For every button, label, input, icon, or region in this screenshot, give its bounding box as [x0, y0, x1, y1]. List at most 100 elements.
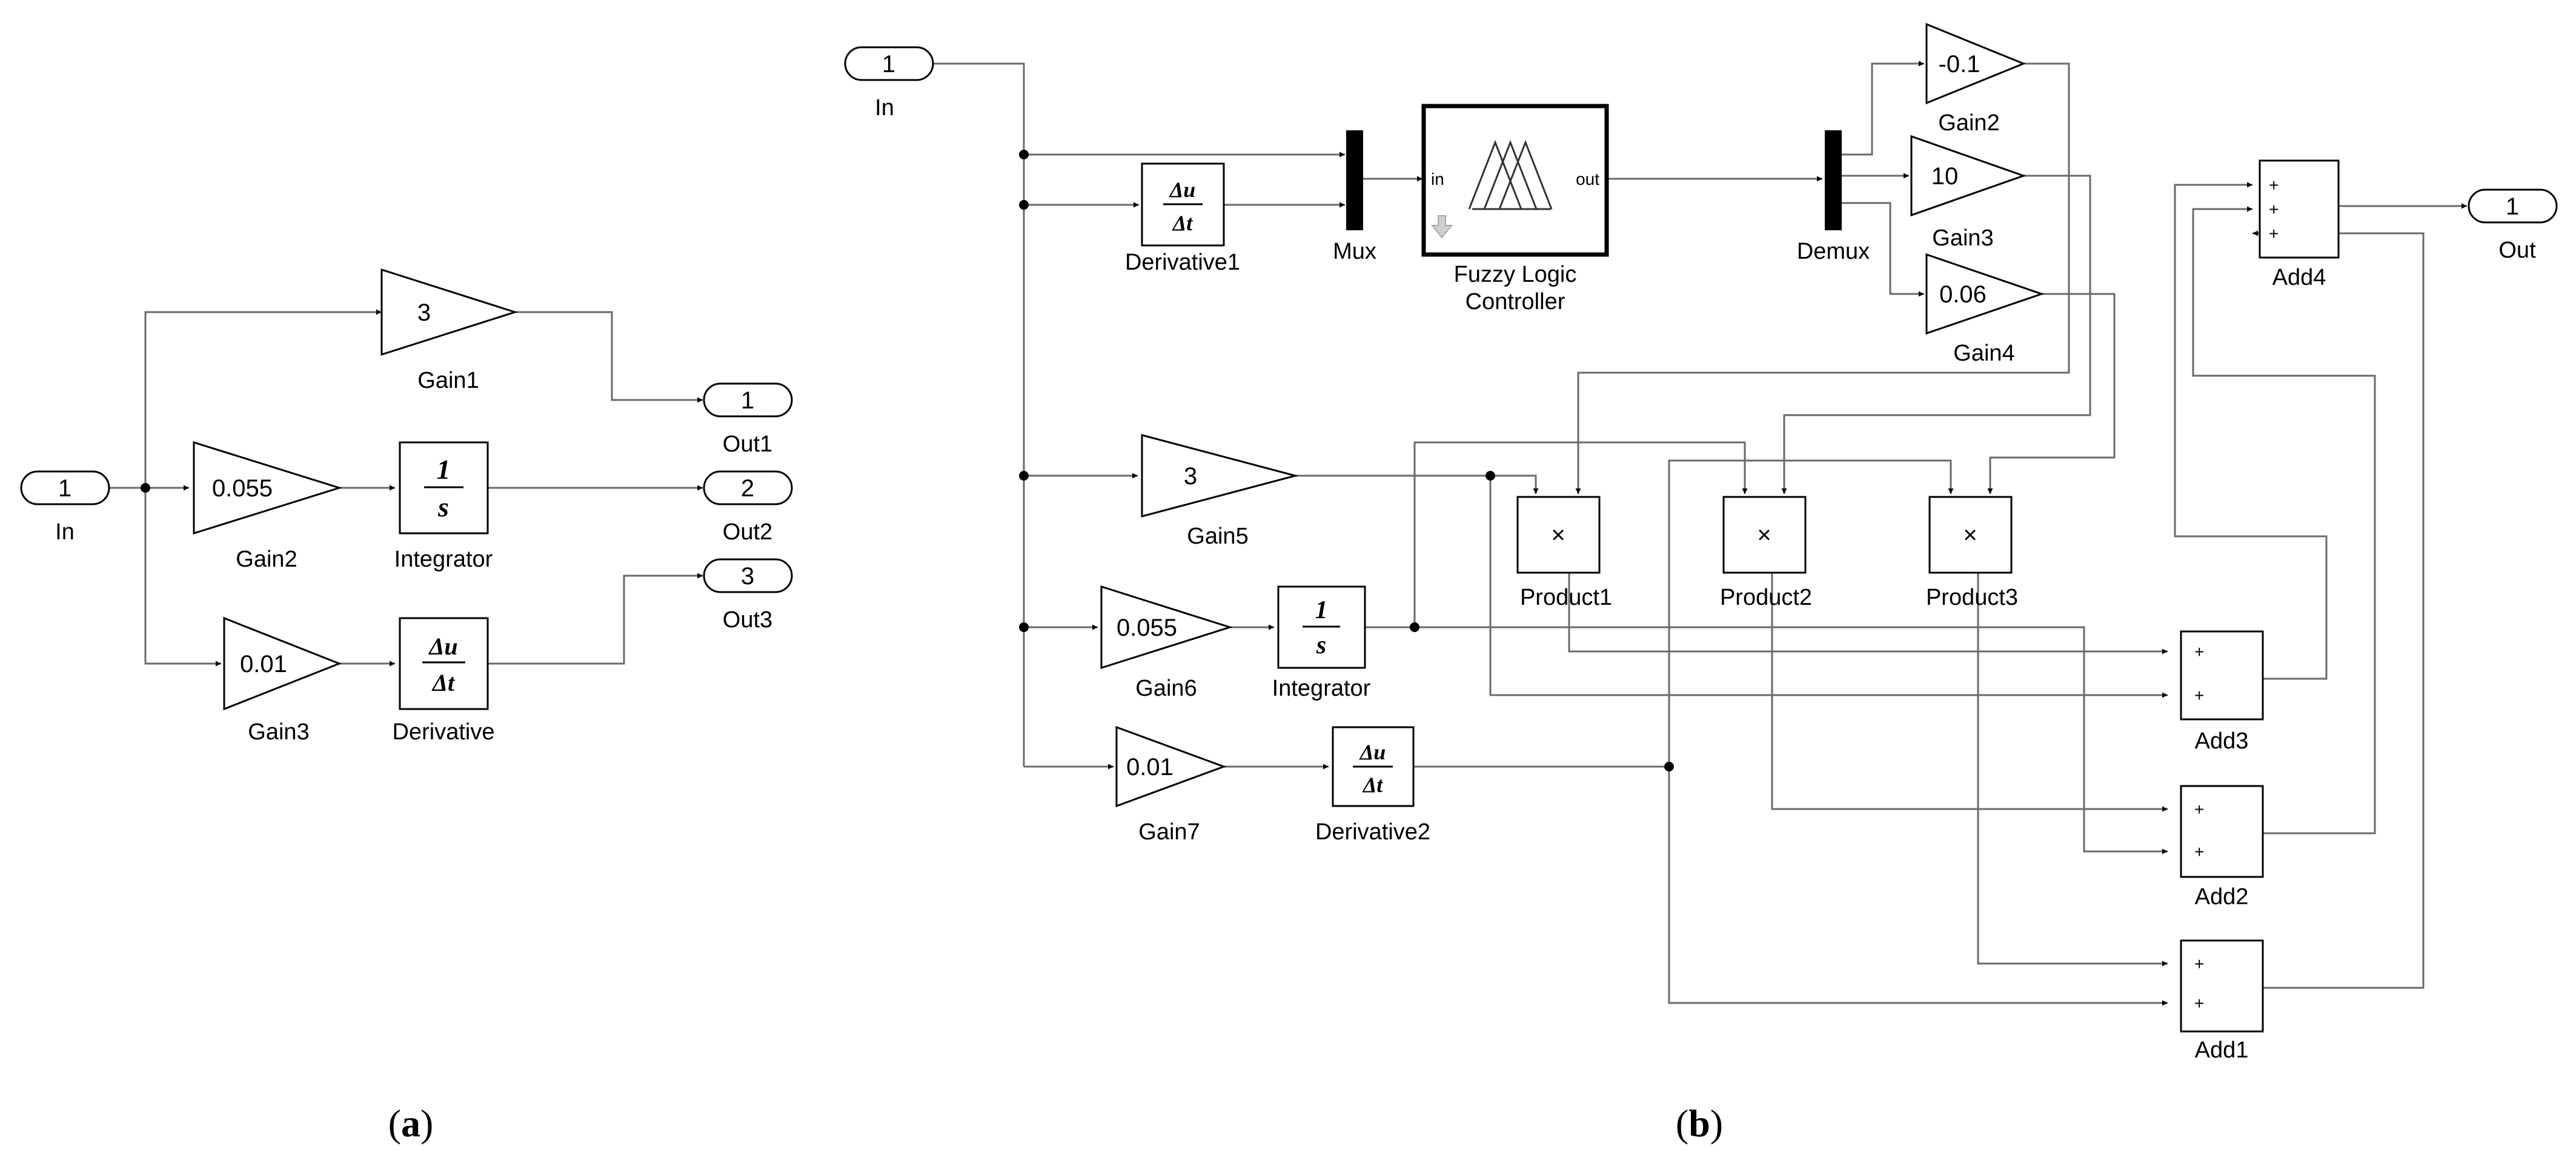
outport-out1-number: 1 — [741, 387, 754, 414]
plus-sign: + — [2194, 642, 2204, 661]
wire-b-gain2-product1 — [1575, 62, 2070, 494]
gain3-block[interactable]: 0.01 — [223, 616, 342, 711]
gain3-label: Gain3 — [248, 719, 309, 745]
gain1-label: Gain1 — [417, 368, 479, 393]
gain3-b-value: 10 — [1931, 163, 1959, 190]
wire-b-add1-add4 — [2252, 230, 2425, 989]
flc-out-port-label: out — [1576, 170, 1599, 188]
panel-b-caption: (b) — [1676, 1102, 1723, 1145]
derivative2-block[interactable]: Δu Δt — [1332, 726, 1415, 807]
junction-dot — [1664, 762, 1674, 771]
outport-out[interactable]: 1 — [2468, 188, 2558, 224]
integrator-b-block[interactable]: 1 s — [1277, 585, 1366, 669]
gain2-b-block[interactable]: -0.1 — [1925, 22, 2026, 105]
mux-label: Mux — [1333, 239, 1376, 264]
gain4-b-block[interactable]: 0.06 — [1925, 253, 2045, 335]
gain5-block[interactable]: 3 — [1141, 434, 1299, 518]
junction-dot — [1019, 471, 1029, 481]
integrator-block[interactable]: 1 s — [399, 441, 489, 535]
gain3-value: 0.01 — [240, 651, 287, 678]
gain3-b-block[interactable]: 10 — [1910, 135, 2027, 217]
derivative1-label: Derivative1 — [1125, 250, 1240, 275]
outport-out-number: 1 — [2506, 193, 2519, 220]
flc-in-port-label: in — [1431, 170, 1444, 188]
integrator-numerator: 1 — [437, 454, 451, 485]
derivative2-numerator: Δu — [1359, 740, 1386, 764]
product1-block[interactable]: × — [1516, 496, 1601, 574]
junction-dot — [1410, 622, 1419, 632]
outport-out2-number: 2 — [741, 475, 754, 502]
product3-block[interactable]: × — [1928, 496, 2013, 574]
integrator-label: Integrator — [394, 547, 493, 572]
junction-dot — [1019, 150, 1029, 159]
outport-out1[interactable]: 1 — [703, 382, 793, 418]
inport-b[interactable]: 1 — [844, 46, 934, 81]
derivative2-denominator: Δt — [1362, 773, 1384, 797]
inport-a-number: 1 — [58, 475, 71, 502]
integrator-b-denominator: s — [1316, 631, 1326, 659]
gain2-block[interactable]: 0.055 — [193, 441, 343, 535]
add3-label: Add3 — [2195, 728, 2249, 754]
add4-block[interactable]: + + + — [2259, 159, 2340, 259]
derivative-denominator: Δt — [431, 669, 456, 696]
add1-label: Add1 — [2195, 1037, 2249, 1063]
wire-b-derivative2-bus — [1413, 765, 2168, 1006]
multiply-icon: × — [1757, 522, 1771, 548]
gain7-value: 0.01 — [1126, 754, 1173, 781]
wire-b-add3-add4 — [2174, 182, 2328, 680]
gain7-label: Gain7 — [1138, 819, 1200, 845]
wire-b-integrator-bus — [1365, 626, 2168, 854]
fuzzy-logic-controller-block[interactable]: in out — [1421, 104, 1609, 257]
panel-a: 1 In 3 Gain1 0.055 Gain2 1 s Integrator … — [20, 268, 793, 1145]
wire-b-add2-add4 — [2192, 206, 2376, 834]
multiply-icon: × — [1551, 522, 1565, 548]
junction-dot — [1019, 200, 1029, 210]
outport-out2[interactable]: 2 — [703, 470, 793, 505]
wire-b-demux-gain2 — [1842, 61, 1924, 156]
gain6-block[interactable]: 0.055 — [1100, 585, 1233, 670]
integrator-b-numerator: 1 — [1315, 596, 1328, 624]
add4-label: Add4 — [2272, 265, 2326, 290]
add3-block[interactable]: + + — [2180, 630, 2264, 721]
add2-block[interactable]: + + — [2180, 785, 2264, 878]
demux-label: Demux — [1797, 239, 1870, 264]
inport-a[interactable]: 1 — [20, 470, 110, 505]
wire-b-derivative2-product3 — [1668, 459, 1954, 767]
gain6-label: Gain6 — [1135, 676, 1197, 701]
flc-label-line2: Controller — [1466, 289, 1565, 315]
product1-label: Product1 — [1520, 585, 1612, 610]
plus-sign: + — [2194, 842, 2204, 861]
plus-sign: + — [2269, 200, 2279, 219]
gain7-block[interactable]: 0.01 — [1115, 725, 1227, 808]
panel-a-caption-letter: a — [401, 1102, 420, 1145]
gain2-value: 0.055 — [212, 475, 273, 502]
wire-b-gain5-add3 — [1489, 476, 2168, 698]
gain1-block[interactable]: 3 — [380, 268, 518, 356]
outport-out1-label: Out1 — [723, 431, 772, 457]
wire-a-branch-gain1 — [144, 309, 382, 488]
plus-sign: + — [2269, 224, 2279, 243]
demux-block[interactable] — [1825, 130, 1842, 230]
gain4-b-value: 0.06 — [1939, 281, 1987, 308]
outport-out3-number: 3 — [741, 563, 754, 590]
panel-a-caption: (a) — [388, 1102, 434, 1145]
derivative1-block[interactable]: Δu Δt — [1141, 162, 1225, 247]
gain6-value: 0.055 — [1117, 614, 1177, 641]
multiply-icon: × — [1963, 522, 1977, 548]
gain3-b-label: Gain3 — [1932, 225, 1993, 251]
wire-a-branch-gain3 — [144, 488, 221, 667]
derivative-block[interactable]: Δu Δt — [399, 617, 489, 710]
wire-b-integrator-product2 — [1413, 441, 1748, 627]
plus-sign: + — [2194, 800, 2204, 819]
junction-dot — [1486, 471, 1495, 481]
add1-block[interactable]: + + — [2180, 939, 2264, 1033]
mux-block[interactable] — [1346, 130, 1363, 230]
wire-b-product1-add3 — [1568, 573, 2168, 654]
product2-block[interactable]: × — [1722, 496, 1807, 574]
integrator-b-label: Integrator — [1272, 676, 1371, 701]
outport-out3[interactable]: 3 — [703, 558, 793, 593]
outport-out3-label: Out3 — [723, 607, 772, 633]
gain5-value: 3 — [1184, 463, 1197, 490]
wire-b-in-bus — [933, 62, 1025, 767]
